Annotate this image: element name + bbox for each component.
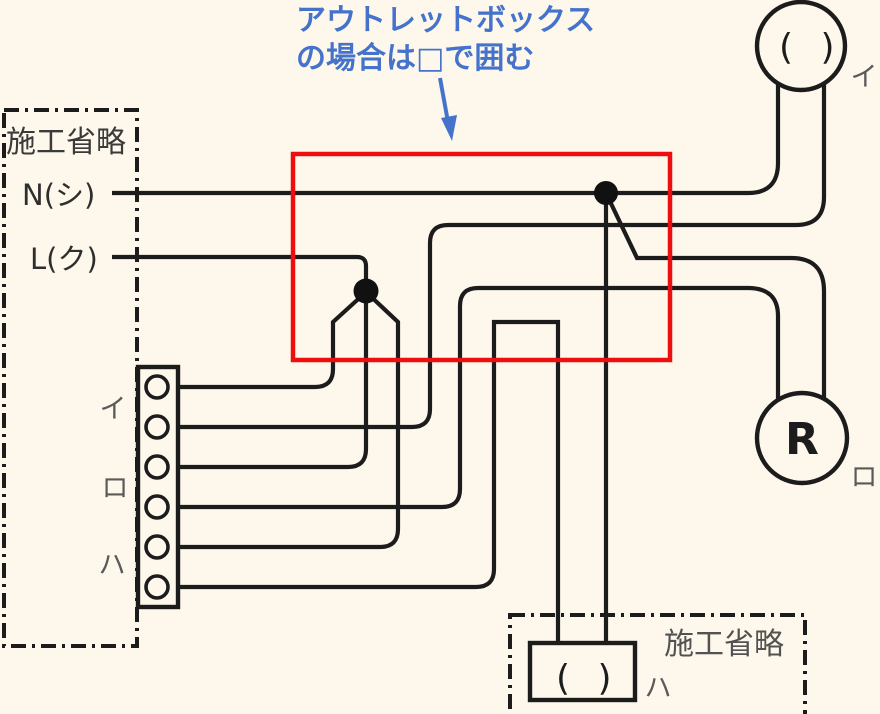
switch-terminal-2 [144,414,170,440]
lamp-ha-label: ハ [645,673,672,704]
annotation-line2: の場合は□で囲む [296,41,534,76]
switch-ha-feed-wire [168,290,401,550]
bottom-omitted-panel [508,613,807,714]
lamp-i-label: イ [851,62,878,93]
switch-box [135,364,181,610]
neutral-wire [112,84,781,196]
lamp-ha-symbol: ( ) [556,658,620,699]
switch-ha-return-wire [168,319,561,643]
switch-label-i: イ [100,394,127,425]
source-panel-label: 施工省略 [6,125,126,160]
blue-arrowhead-icon [441,115,457,141]
switch-terminal-6 [144,574,170,600]
neutral-junction-dot [594,181,618,205]
neutral-wire-label: N(シ) [22,178,95,212]
switch-label-ro: ロ [102,473,129,504]
lamp-i-symbol: ( ) [779,27,843,68]
switch-terminal-1 [144,374,170,400]
switch-ro-feed-wire [168,292,369,470]
blue-arrow-icon [438,77,450,123]
live-junction-dot [353,278,379,304]
lamp-ha-box [527,640,638,703]
live-wire [112,254,369,284]
receptacle-r-label: ロ [851,462,878,493]
outlet-box-red-frame [290,151,673,363]
receptacle-r [754,390,850,486]
switch-terminal-3 [144,454,170,480]
receptacle-r-symbol: R [785,414,819,465]
neutral-to-r-wire [604,192,827,400]
live-wire-label: L(ク) [30,242,98,276]
switch-terminal-4 [144,494,170,520]
switch-terminal-5 [144,534,170,560]
switch-i-feed-wire [168,290,368,390]
switch-label-ha: ハ [99,550,126,581]
bottom-panel-label: 施工省略 [664,627,784,662]
ceiling-lamp-i [754,0,848,93]
switch-i-return-wire [168,84,827,430]
annotation-line1: アウトレットボックス [296,3,595,38]
switch-ro-return-wire [168,285,781,510]
